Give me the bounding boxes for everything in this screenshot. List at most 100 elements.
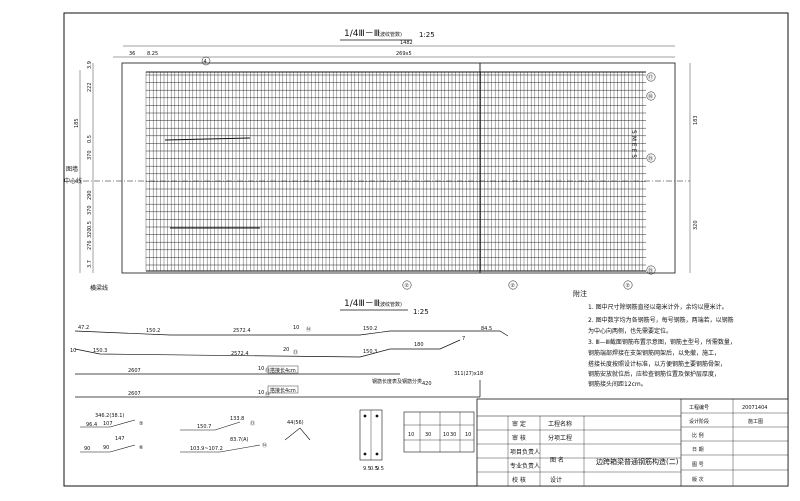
notes-heading: 附注	[573, 289, 587, 298]
section-dim-3: 9.5	[376, 466, 384, 472]
bottom-left-label: 横梁线	[90, 284, 108, 292]
note-line-6: 搭接长度按照设计标准，以方便钢筋主要钢筋骨架，	[588, 360, 726, 368]
ladder-dim-2: 30	[425, 432, 431, 438]
sheet-frame	[63, 12, 789, 487]
ladder-dim-5: 10	[465, 432, 471, 438]
row3-note: 搭接长4cm	[270, 367, 296, 374]
shape-2	[80, 444, 136, 453]
ladder-box	[403, 411, 475, 453]
left-dim-label: 185	[74, 118, 80, 128]
bottom-marker-label: ②	[405, 283, 410, 289]
shape-3-dim: 150.7	[197, 424, 211, 430]
left-dim-label: 290	[87, 190, 93, 200]
tb-left-4: 校 核	[512, 476, 526, 484]
right-dim-2: 320	[693, 220, 699, 230]
note-line-1: 1. 图中尺寸除钢筋直径以毫米计外，余均以厘米计。	[588, 303, 728, 311]
bar-row-1	[74, 330, 509, 337]
left-dim-label: 276	[87, 240, 93, 250]
row3-note-box	[267, 365, 299, 374]
shape-4-dim: 103.9~107.2	[190, 446, 223, 452]
right-marker-circle	[646, 153, 656, 163]
shape-3	[180, 421, 241, 431]
elevation-title: 1/4Ⅲ－Ⅲ	[344, 29, 380, 39]
row1-right-dim: 84.5	[481, 326, 492, 332]
row2-mid-dim: 180	[414, 342, 424, 348]
right-marker-label: ⑱	[648, 93, 653, 100]
shape-2-dim: 90	[84, 446, 90, 452]
plan-title: 1/4Ⅲ－Ⅲ	[344, 299, 380, 309]
section-dim-2: 0.5	[370, 466, 378, 472]
right-marker-label: ⑲	[648, 267, 653, 274]
ladder-dim-1: 10	[408, 432, 414, 438]
table-caption: 钢筋长度表及钢筋分类	[372, 378, 422, 385]
tb-right-label-4: 图 号	[692, 462, 704, 468]
small-bar-shapes: 346.2(38.1) 96.4 107 ⑤ 147 90 90 ⑥ 133.8…	[80, 413, 311, 453]
elevation-view: 1/4Ⅲ－Ⅲ (波纹管数) 1:25 1482 36 8.25 269x5 4 …	[64, 29, 699, 292]
plan-view: 1/4Ⅲ－Ⅲ (波纹管数) 1:25 47.2 150.2 2572.4 10 …	[70, 299, 509, 472]
bottom-marker-label: ②	[511, 283, 516, 289]
shape-3-mark: ⑬	[250, 420, 255, 427]
note-line-5: 钢筋端部焊接在支架钢筋网架后，以免撤，施工，	[588, 349, 720, 357]
row2-callout-mark: ⑬	[293, 349, 298, 356]
dim-top-left: 36	[129, 51, 135, 57]
bottom-marker-label: ②	[626, 283, 631, 289]
drawing-title: 边跨箱梁普通钢筋构造(二)	[596, 457, 679, 466]
row1-seg1: 150.2	[146, 328, 160, 334]
note-line-2: 2. 图中数字均为各钢筋号，每号钢筋，两端若，以钢筋	[588, 316, 734, 324]
tb-right-value-1: 施工图	[748, 418, 763, 425]
shape-4-mark: ⑭	[262, 442, 267, 449]
bar-row-2	[74, 339, 461, 358]
ladder-dim-3: 10	[443, 432, 449, 438]
elevation-title-note: (波纹管数)	[378, 31, 402, 38]
row2-seg1: 150.3	[93, 348, 107, 354]
tb-right-label-5: 版 次	[692, 476, 704, 483]
tb-left-2: 项目负责人	[510, 448, 540, 456]
right-dim-1: 183	[693, 115, 699, 125]
bottom-marker-circle	[508, 280, 518, 290]
note-line-3: 为中心向两侧，也先需要定位。	[588, 327, 672, 335]
beam-outline	[121, 62, 676, 274]
title-block-frame	[476, 398, 789, 487]
tb-figure-label: 图 名	[550, 456, 564, 464]
row4-callout-mark: ⑭	[265, 391, 270, 398]
section-dim-1: 9.5	[363, 466, 371, 472]
note-line-8: 钢筋接头间距12cm。	[588, 380, 647, 388]
row4-small-dim: 311(27)x18	[454, 371, 483, 377]
ladder-dim-4: 30	[450, 432, 456, 438]
shape-1-val: 107	[103, 421, 113, 427]
cross-section-detail: 9.5 0.5 9.5	[359, 409, 384, 472]
row2-right-dim: 7	[462, 336, 465, 342]
tb-left-0: 审 定	[512, 420, 526, 428]
shape-5-top: 44(56)	[287, 420, 304, 426]
tb-left-3: 专业负责人	[510, 462, 540, 470]
note-line-7: 钢筋安放就位后，应检查钢筋位置及保护层厚度，	[588, 370, 720, 378]
rebar-mesh	[145, 63, 646, 273]
row2-seg3: 150.3	[363, 349, 377, 355]
row3-callout-mark: ⑬	[265, 367, 270, 374]
elevation-scale: 1:25	[419, 31, 435, 39]
left-dim-label: 370	[87, 150, 93, 160]
shape-5	[284, 427, 311, 441]
row1-left-dim: 47.2	[78, 325, 89, 331]
row2-seg2: 2572.4	[231, 351, 249, 357]
left-dim-label: 222	[87, 82, 93, 92]
left-dim-label: 0.5	[87, 135, 93, 143]
row2-left-dim: 10	[70, 348, 76, 354]
right-marker-circle	[646, 265, 656, 275]
shape-2-mark: ⑥	[139, 445, 144, 451]
left-dim-label: 370	[87, 205, 93, 215]
shape-3-top: 133.8	[230, 416, 244, 422]
left-label-2: 中心线	[64, 177, 82, 185]
tb-right-value-0: 20071404	[742, 405, 767, 411]
row3-callout: 10	[258, 366, 264, 372]
tb-project-0: 工程名称	[548, 420, 572, 428]
right-marker-label: ⑲	[648, 155, 653, 162]
marker-top-label: 4	[204, 59, 207, 65]
row4-dim: 420	[422, 381, 432, 387]
row3-len: 2607	[128, 368, 141, 374]
bottom-markers: ② ② ②	[402, 280, 633, 290]
shape-1-top: 346.2(38.1)	[95, 413, 124, 419]
